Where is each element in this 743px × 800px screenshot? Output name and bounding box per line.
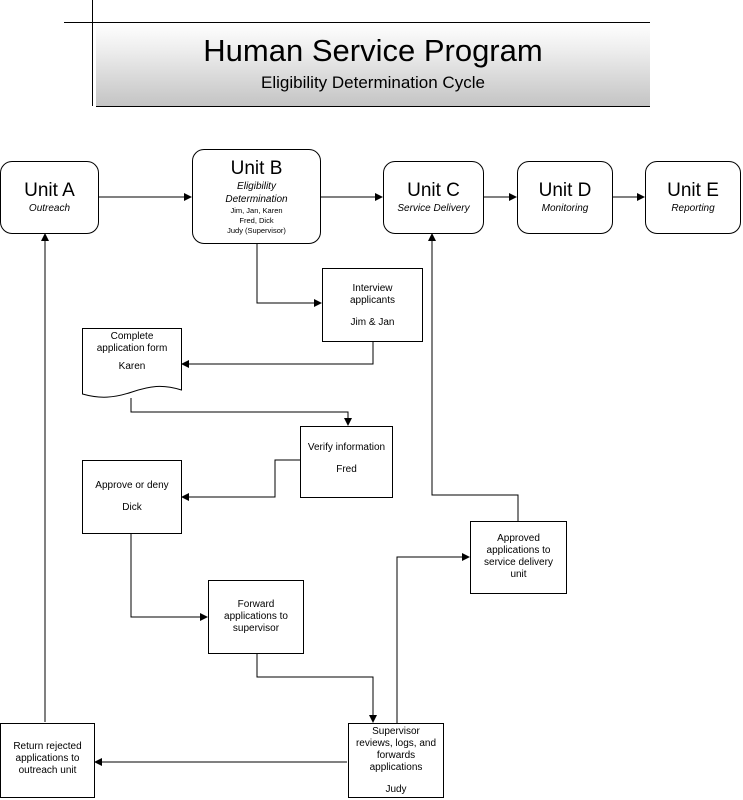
arrow-forward-to-supervisor — [256, 654, 377, 723]
step-forward: Forward applications to supervisor — [208, 580, 304, 654]
step-verify: Verify information Fred — [300, 426, 393, 498]
unit-d-role: Monitoring — [541, 203, 589, 214]
unit-b-role: Eligibility Determination — [225, 180, 288, 205]
step-return-text: Return rejected applications to outreach… — [13, 741, 82, 776]
step-approve: Approve or deny Dick — [82, 460, 182, 534]
step-complete-shape — [82, 328, 182, 398]
title-banner: Human Service Program Eligibility Determ… — [96, 23, 650, 107]
unit-b-name: Unit B — [230, 157, 283, 179]
title-banner-shadow — [92, 0, 651, 106]
arrow-interview-to-complete — [181, 342, 374, 368]
step-verify-staff: Fred — [336, 464, 357, 475]
step-complete-staff: Karen — [118, 361, 146, 372]
unit-c-name: Unit C — [407, 180, 460, 201]
unit-d-name: Unit D — [538, 180, 592, 201]
arrow-approved-to-unit-c — [428, 233, 519, 521]
step-verify-text: Verify information — [307, 442, 386, 453]
unit-b-staff-3: Judy (Supervisor) — [227, 225, 286, 235]
step-complete-text: Complete application form — [96, 331, 168, 354]
step-approved-text: Approved applications to service deliver… — [484, 533, 553, 580]
step-interview: Interview applicants Jim & Jan — [322, 268, 423, 342]
diagram-subtitle: Eligibility Determination Cycle — [261, 73, 485, 92]
step-return: Return rejected applications to outreach… — [0, 723, 95, 798]
step-supervisor-staff: Judy — [385, 784, 407, 795]
step-approve-text: Approve or deny — [95, 480, 169, 491]
arrow-unit-b-to-interview — [256, 243, 322, 307]
step-complete: Complete application form Karen — [82, 331, 182, 373]
unit-c-box: Unit C Service Delivery — [383, 161, 484, 234]
unit-e-role: Reporting — [671, 203, 715, 214]
step-forward-text: Forward applications to supervisor — [224, 599, 288, 634]
unit-a-name: Unit A — [24, 180, 75, 201]
arrow-complete-to-verify — [130, 398, 352, 426]
step-supervisor-text: Supervisor reviews, logs, and forwards a… — [355, 726, 437, 773]
unit-c-role: Service Delivery — [397, 203, 470, 214]
step-approved: Approved applications to service deliver… — [470, 521, 567, 594]
title-banner-rule — [64, 22, 650, 23]
unit-b-box: Unit B Eligibility Determination Jim, Ja… — [192, 149, 321, 244]
unit-e-name: Unit E — [667, 180, 719, 201]
diagram-title: Human Service Program — [203, 33, 543, 68]
step-interview-staff: Jim & Jan — [350, 317, 395, 328]
unit-b-staff-2: Fred, Dick — [239, 215, 274, 225]
unit-e-box: Unit E Reporting — [645, 161, 741, 234]
step-interview-text: Interview applicants — [349, 283, 396, 306]
unit-d-box: Unit D Monitoring — [517, 161, 613, 234]
arrow-verify-to-approve — [181, 459, 300, 501]
unit-a-role: Outreach — [28, 203, 71, 214]
step-supervisor: Supervisor reviews, logs, and forwards a… — [348, 723, 444, 798]
arrow-approve-to-forward — [130, 534, 208, 621]
unit-a-box: Unit A Outreach — [0, 161, 99, 234]
arrow-supervisor-to-approved — [396, 553, 470, 723]
unit-b-staff-1: Jim, Jan, Karen — [230, 205, 283, 215]
step-approve-staff: Dick — [122, 502, 142, 513]
